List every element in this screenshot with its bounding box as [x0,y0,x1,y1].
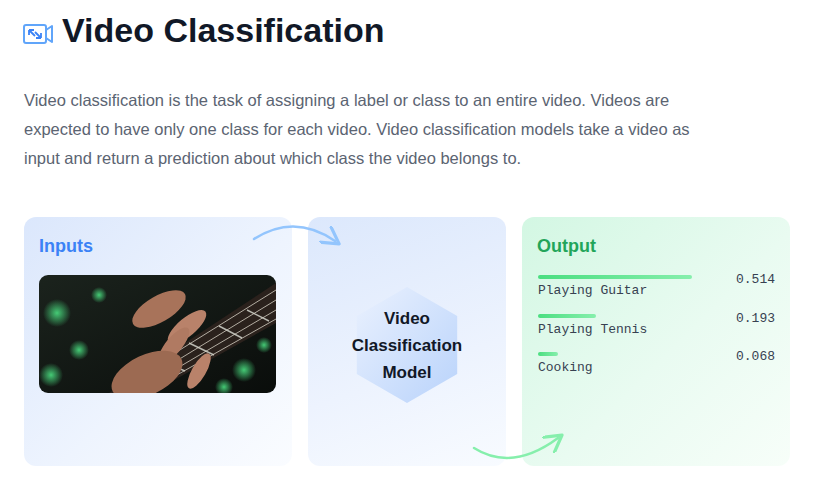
class-score: 0.068 [736,349,775,364]
class-name: Cooking [538,360,593,375]
class-name: Playing Tennis [538,322,647,337]
model-label: Video Classification Model [342,305,472,386]
panel-heading: Output [537,236,596,257]
guitar-photo [39,275,276,393]
input-panel: Inputs [24,217,292,466]
task-icon [22,20,54,48]
model-panel: Video Classification Model [308,217,506,466]
score-bar [538,352,558,356]
description-text: Video classification is the task of assi… [24,86,696,173]
class-name: Playing Guitar [538,283,647,298]
page-title: Video Classification [62,11,384,50]
score-bar [538,275,692,279]
class-score: 0.514 [736,272,775,287]
panel-heading: Inputs [39,236,93,257]
flow-arrow [254,226,335,241]
class-score: 0.193 [736,311,775,326]
score-bar [538,314,596,318]
flow-arrow [474,438,558,458]
output-panel: OutputPlaying Guitar 0.514Playing Tennis 0… [522,217,790,466]
